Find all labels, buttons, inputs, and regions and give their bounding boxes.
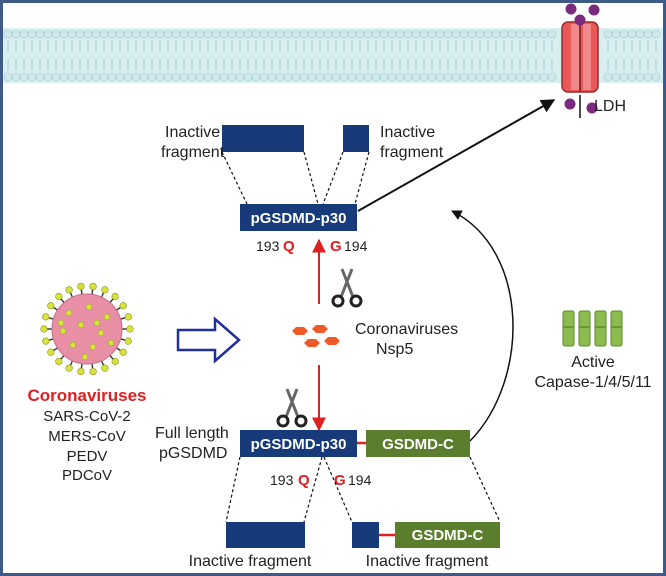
bottom-site-G: G [334, 472, 346, 489]
virus-title: Coronaviruses [27, 386, 146, 405]
full-length-label-line1: Full length [155, 425, 229, 442]
top-right-fragment-label-line2: fragment [380, 144, 444, 161]
gsdmd-pore-channel [561, 21, 599, 93]
top-site-G: G [330, 238, 342, 255]
bottom-gsdmd-c-label: GSDMD-C [382, 436, 454, 453]
caspase-label-line1: Active [571, 354, 615, 371]
virus-strain-3: PEDV [67, 448, 108, 465]
bottom-left-fragment-label: Inactive fragment [189, 553, 312, 570]
bottom-dashed-links [225, 456, 501, 523]
bottom-site-194: 194 [348, 472, 372, 488]
nsp5-protease-icon [292, 325, 340, 347]
hollow-infection-arrow [176, 316, 241, 364]
bottom-pgsdmd-p30-label: pGSDMD-p30 [251, 436, 347, 453]
top-pgsdmd-p30-box [240, 204, 357, 231]
top-site-Q: Q [283, 238, 295, 255]
top-left-fragment-label-line1: Inactive [165, 124, 220, 141]
virus-strain-4: PDCoV [62, 467, 112, 484]
bottom-left-inactive-fragment [226, 522, 305, 548]
bottom-right-fragment-c [395, 522, 500, 548]
top-left-fragment-label-line2: fragment [161, 144, 225, 161]
ldh-label: LDH [594, 98, 626, 115]
bottom-right-fragment-label: Inactive fragment [366, 553, 489, 570]
coronavirus-icon [40, 282, 134, 376]
bottom-site-193: 193 [270, 472, 294, 488]
bottom-right-fragment-n [352, 522, 379, 548]
arrow-to-ldh [357, 99, 556, 212]
virus-strain-2: MERS-CoV [48, 428, 126, 445]
cell-membrane [3, 28, 663, 83]
top-right-fragment-label-line1: Inactive [380, 124, 435, 141]
bottom-pgsdmd-p30-box [240, 430, 357, 457]
curved-activation-arrow [451, 210, 514, 442]
bottom-gsdmd-c-box [366, 430, 470, 457]
bottom-right-fragment-c-label: GSDMD-C [412, 527, 484, 544]
bottom-site-Q: Q [298, 472, 310, 489]
scissors-icon-bottom [276, 388, 308, 428]
ldh-molecules [564, 3, 600, 114]
caspase-icon [562, 310, 623, 347]
scissors-icon-top [331, 268, 363, 308]
top-right-inactive-fragment [343, 125, 369, 152]
nsp5-label-line1: Coronaviruses [355, 321, 458, 338]
top-left-inactive-fragment [222, 125, 304, 152]
top-site-193: 193 [256, 238, 280, 254]
virus-strain-1: SARS-CoV-2 [43, 408, 131, 425]
full-length-label-line2: pGSDMD [159, 445, 227, 462]
top-dashed-links [221, 151, 370, 205]
top-pgsdmd-p30-label: pGSDMD-p30 [251, 210, 347, 227]
top-site-194: 194 [344, 238, 368, 254]
nsp5-label-line2: Nsp5 [376, 341, 413, 358]
caspase-label-line2: Capase-1/4/5/11 [534, 374, 651, 391]
